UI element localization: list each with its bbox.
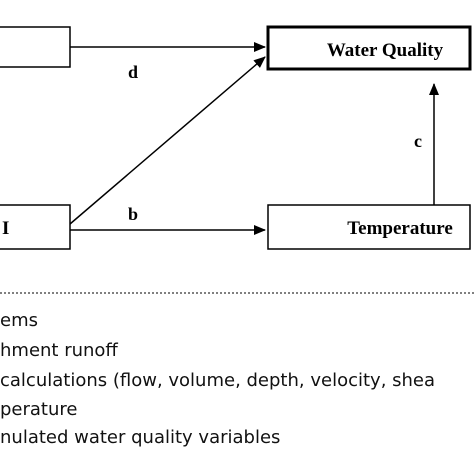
water-quality-box — [266, 25, 472, 71]
temperature-label: Temperature — [347, 218, 453, 239]
arrow-b-label: b — [128, 204, 138, 224]
source-box-top — [0, 26, 71, 68]
source-box-bottom-label: I — [2, 218, 9, 239]
legend-item-2: hment runoff — [0, 340, 118, 361]
legend-item-3: calculations (flow, volume, depth, veloc… — [0, 370, 436, 391]
water-quality-label: Water Quality — [327, 40, 444, 61]
source-box-bottom — [0, 204, 71, 250]
legend-item-1: ems — [0, 310, 38, 331]
temperature-box — [267, 204, 471, 250]
legend-item-5: nulated water quality variables — [0, 427, 281, 448]
arrow-d-label: d — [128, 62, 138, 82]
legend-item-4: perature — [0, 399, 78, 420]
arrow-diagonal — [69, 56, 266, 225]
arrow-c-label: c — [414, 131, 422, 151]
